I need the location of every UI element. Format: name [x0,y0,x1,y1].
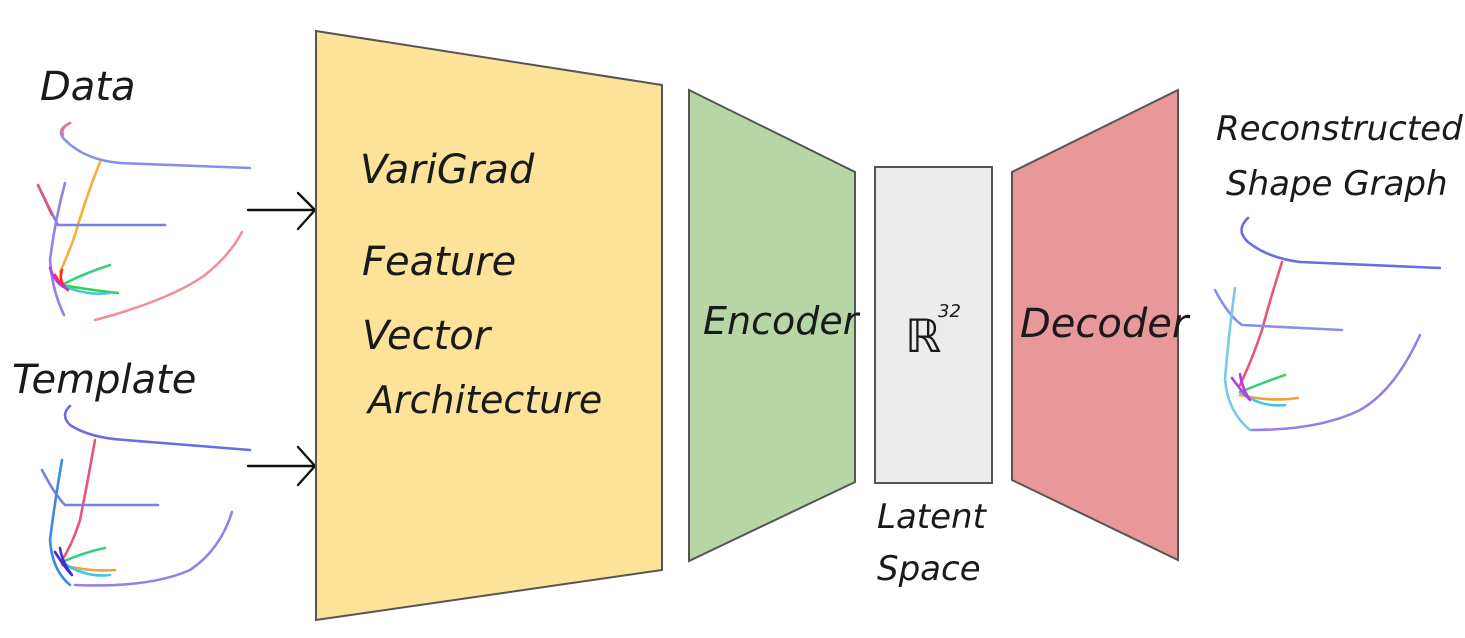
latent-caption-line2: Space [877,549,981,589]
decoder-label: Decoder [1020,301,1191,347]
decoder-block [1011,88,1179,562]
latent-exponent: 32 [938,301,961,322]
feature-block [315,29,663,622]
template-arrow [246,445,317,487]
latent-symbol: ℝ [905,309,941,363]
template-shape-graph [40,404,252,587]
output-label-line1: Reconstructed [1216,109,1463,149]
encoder-label: Encoder [703,299,861,343]
output-label-line2: Shape Graph [1226,164,1448,204]
feature-label-line2: Feature [362,239,516,285]
template-label: Template [12,357,196,403]
feature-label-line1: VariGrad [360,147,535,193]
feature-label-line3: Vector [362,313,493,359]
data-label: Data [40,64,136,110]
data-shape-graph [36,121,252,322]
data-arrow [246,191,317,231]
reconstructed-shape-graph [1213,216,1442,432]
encoder-block [688,88,856,563]
latent-caption-line1: Latent [877,497,988,537]
latent-block [874,166,993,484]
feature-label-line4: Architecture [365,378,602,422]
